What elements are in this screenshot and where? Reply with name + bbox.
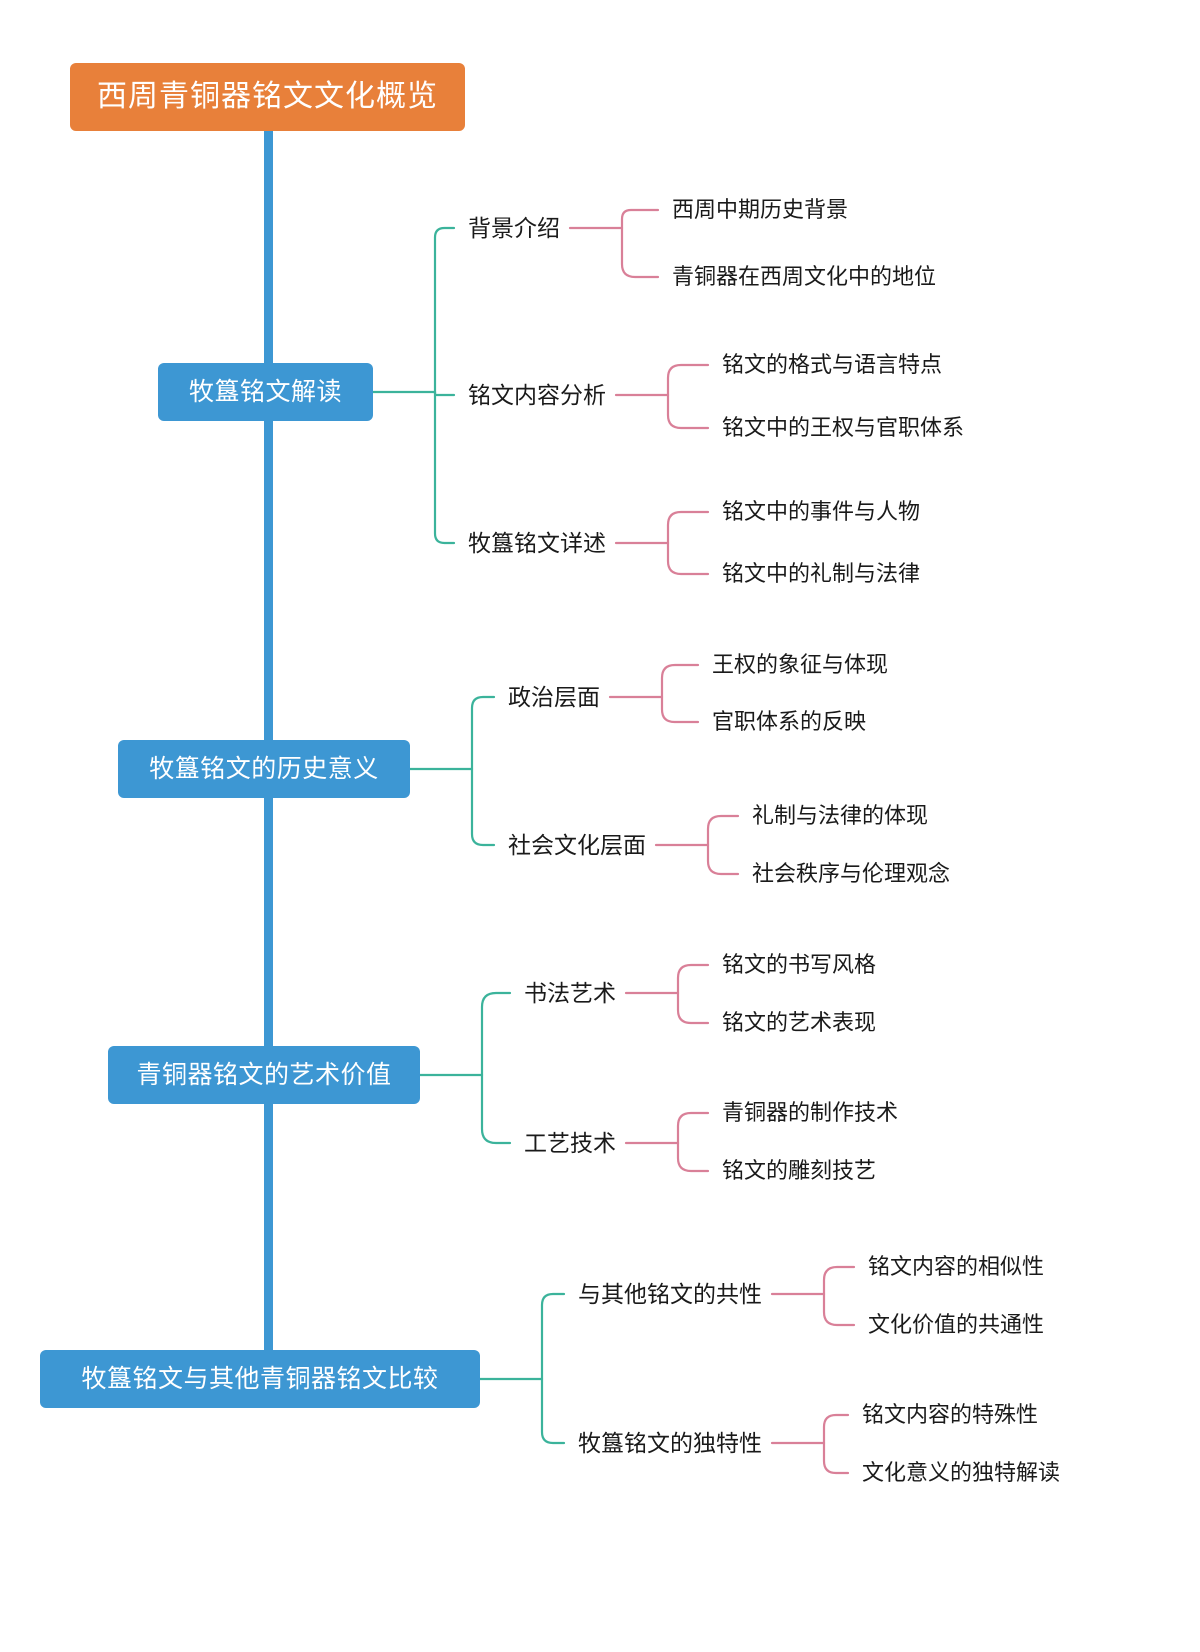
sub-node-1-1[interactable]: 社会文化层面 [508,831,646,858]
connector-path [470,767,496,847]
sub-node-0-2[interactable]: 牧簋铭文详述 [468,529,606,556]
connector-path [666,363,710,397]
leaf-node-2-0-1[interactable]: 铭文的艺术表现 [722,1010,877,1035]
connector-path [676,1111,710,1145]
connector-path [666,510,710,545]
leaf-node-1-0-1[interactable]: 官职体系的反映 [712,709,867,734]
sub-node-3-1[interactable]: 牧簋铭文的独特性 [578,1429,762,1456]
leaf-node-3-1-0[interactable]: 铭文内容的特殊性 [862,1402,1039,1427]
sub-node-2-0[interactable]: 书法艺术 [524,979,616,1006]
leaf-node-3-0-1[interactable]: 文化价值的共通性 [868,1312,1045,1337]
connector-path [706,814,740,847]
leaf-node-0-1-1[interactable]: 铭文中的王权与官职体系 [722,415,965,440]
leaf-node-0-2-0[interactable]: 铭文中的事件与人物 [722,499,921,524]
connector-path [676,1141,710,1173]
sub-node-0-1[interactable]: 铭文内容分析 [468,381,606,408]
connector-path [540,1292,566,1381]
sub-node-1-0[interactable]: 政治层面 [508,683,600,710]
connector-path [433,390,456,545]
leaf-node-1-1-1[interactable]: 社会秩序与伦理观念 [752,861,951,886]
leaf-node-0-1-0[interactable]: 铭文的格式与语言特点 [722,352,943,377]
sub-node-3-0[interactable]: 与其他铭文的共性 [578,1280,762,1307]
branch-node-3[interactable]: 牧簋铭文与其他青铜器铭文比较 [40,1350,480,1408]
connector-path [822,1413,850,1445]
connector-path [480,991,512,1077]
connector-path [480,1073,512,1145]
connector-path [433,226,456,394]
connector-path [822,1265,856,1296]
connector-path [660,695,700,724]
connector-path [540,1377,566,1445]
connector-path [660,663,700,699]
connector-path [470,695,496,771]
connector-path [620,226,660,279]
connector-path [676,963,710,995]
sub-node-2-1[interactable]: 工艺技术 [524,1129,616,1156]
leaf-node-2-1-0[interactable]: 青铜器的制作技术 [722,1100,899,1125]
sub-node-0-0[interactable]: 背景介绍 [468,214,560,241]
leaf-node-2-1-1[interactable]: 铭文的雕刻技艺 [722,1158,877,1183]
branch-node-1[interactable]: 牧簋铭文的历史意义 [118,740,410,798]
connector-path [666,541,710,576]
connector-path [620,208,660,230]
connector-path [666,393,710,430]
connector-path [822,1441,850,1475]
leaf-node-1-0-0[interactable]: 王权的象征与体现 [712,652,889,677]
leaf-node-0-2-1[interactable]: 铭文中的礼制与法律 [722,561,921,586]
leaf-node-3-0-0[interactable]: 铭文内容的相似性 [868,1254,1045,1279]
connector-path [822,1292,856,1327]
leaf-node-1-1-0[interactable]: 礼制与法律的体现 [752,803,929,828]
branch-node-2[interactable]: 青铜器铭文的艺术价值 [108,1046,420,1104]
leaf-node-0-0-0[interactable]: 西周中期历史背景 [672,197,849,222]
connector-path [706,843,740,876]
leaf-node-2-0-0[interactable]: 铭文的书写风格 [722,952,877,977]
leaf-node-3-1-1[interactable]: 文化意义的独特解读 [862,1460,1061,1485]
leaf-node-0-0-1[interactable]: 青铜器在西周文化中的地位 [672,264,937,289]
connector-path [433,390,456,397]
connector-path [676,991,710,1025]
branch-node-0[interactable]: 牧簋铭文解读 [158,363,373,421]
root-node[interactable]: 西周青铜器铭文文化概览 [70,63,465,131]
